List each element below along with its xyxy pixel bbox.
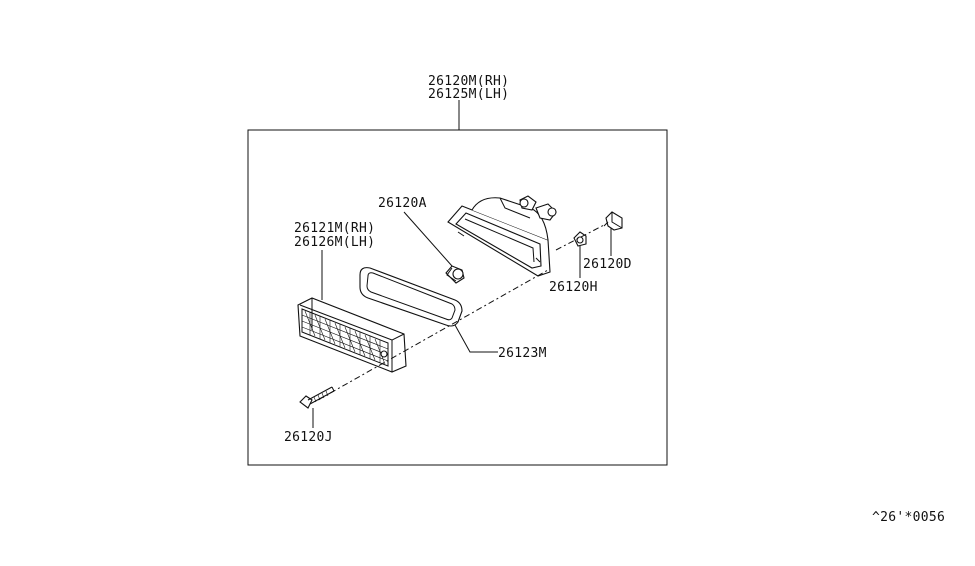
assembly-frame [247, 129, 668, 466]
clip [603, 211, 623, 231]
bulb-label: 26120A [378, 196, 427, 211]
bulb-leader [403, 211, 453, 267]
socket-label: 26120H [549, 280, 598, 295]
socket [573, 231, 587, 247]
gasket-leader [454, 324, 498, 353]
bulb [445, 265, 465, 284]
lens-label-rh: 26121M(RH) [294, 221, 375, 236]
lens [297, 297, 407, 373]
screw-label: 26120J [284, 430, 333, 445]
lens-label-lh: 26126M(LH) [294, 235, 375, 250]
clip-label: 26120D [583, 257, 632, 272]
assembly-label-lh: 26125M(LH) [428, 87, 509, 102]
assembly-axis-1 [317, 269, 549, 401]
reference-code: ^26'*0056 [872, 510, 945, 525]
screw [299, 386, 335, 409]
gasket-label: 26123M [498, 346, 547, 361]
lamp-housing [447, 195, 557, 277]
assembly-label-rh: 26120M(RH) [428, 74, 509, 89]
gasket [359, 267, 463, 327]
assembly-axis-2 [555, 223, 607, 251]
